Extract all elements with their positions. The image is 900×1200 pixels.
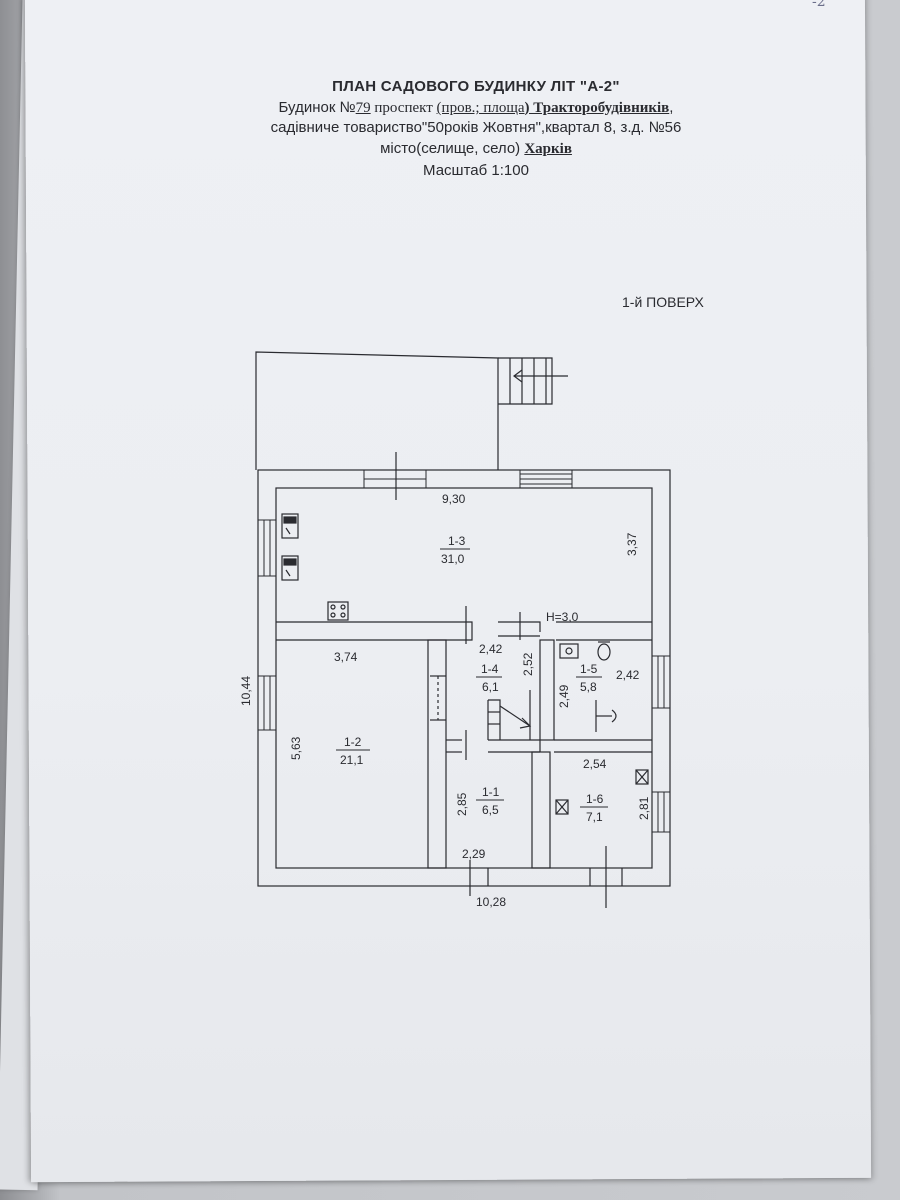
plan-labels: 9,30 10,28 10,44 Н=3,0 1-3 31,0 3,37 3,7… [239, 492, 651, 909]
city-line: місто(селище, село) Харків [26, 140, 900, 158]
room-area: 5,8 [580, 680, 597, 694]
address-line: Будинок №79 проспект (пров.; площа) Трак… [26, 99, 900, 117]
room-area: 6,5 [482, 803, 499, 817]
boiler-icon [635, 769, 649, 785]
boiler-icon [555, 799, 569, 815]
dim-width-bottom: 10,28 [476, 895, 506, 909]
room-id: 1-2 [344, 735, 362, 749]
shower-icon [595, 700, 617, 732]
toilet-icon [597, 641, 611, 661]
outer-walls [257, 469, 671, 887]
floor-label: 1-й ПОВЕРХ [622, 294, 704, 310]
room-id: 1-4 [481, 662, 499, 676]
house-number: 79 [355, 100, 371, 116]
stove-icon [281, 513, 299, 539]
room-dim: 2,29 [462, 847, 486, 861]
scale-label: Масштаб 1:100 [423, 162, 529, 179]
street-types: (пров.; площа [436, 100, 525, 116]
room-dim: 2,54 [583, 757, 607, 771]
room-area: 7,1 [586, 810, 603, 824]
room-id: 1-1 [482, 785, 500, 799]
room-dim: 5,63 [289, 736, 303, 760]
address-prefix: Будинок № [278, 99, 356, 116]
room-dim: 3,74 [334, 650, 358, 664]
document-title: ПЛАН САДОВОГО БУДИНКУ ЛІТ "А-2" [332, 78, 620, 95]
corner-handwritten-mark: -2 [812, 0, 826, 10]
street-name: ) Тракторобудівників [524, 100, 670, 116]
doors [395, 452, 623, 908]
room-id: 1-3 [448, 534, 466, 548]
city-name: Харків [524, 141, 572, 157]
inner-walls [276, 621, 652, 869]
entrance-stairs [498, 357, 568, 405]
address-mid: проспект [370, 100, 437, 116]
address-suffix: , [669, 99, 674, 116]
room-id: 1-5 [580, 662, 598, 676]
room-dim: 2,85 [455, 792, 469, 816]
cooktop-icon [327, 601, 349, 621]
room-area: 6,1 [482, 680, 499, 694]
room-id: 1-6 [586, 792, 604, 806]
internal-stair [487, 690, 532, 740]
room-dim: 2,52 [521, 652, 535, 676]
terrace-outline [255, 351, 499, 470]
sink-icon [559, 643, 579, 659]
room-area: 21,1 [340, 753, 364, 767]
room-dim: 2,49 [557, 684, 571, 708]
room-dim: 3,37 [625, 532, 639, 556]
city-prefix: місто(селище, село) [380, 140, 525, 157]
ceiling-height: Н=3,0 [546, 610, 579, 624]
windows [257, 469, 671, 833]
dim-width-top: 9,30 [442, 492, 466, 506]
room-dim: 2,81 [637, 796, 651, 820]
dim-height-left: 10,44 [239, 676, 253, 706]
room-area: 31,0 [441, 552, 465, 566]
room-dim: 2,42 [479, 642, 503, 656]
stove-icon [281, 555, 299, 581]
cooperative-line: садівниче товариство"50років Жовтня",ква… [270, 119, 682, 136]
room-dim: 2,42 [616, 668, 640, 682]
